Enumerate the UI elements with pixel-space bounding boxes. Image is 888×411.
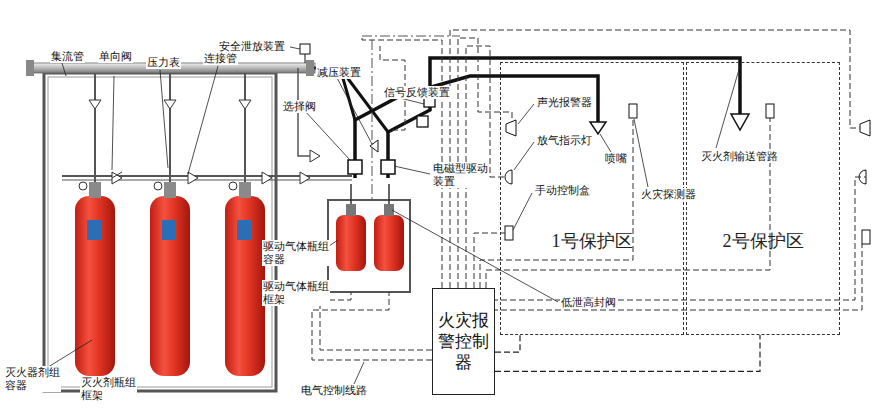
part-label: 信号反馈装置 <box>383 86 451 99</box>
agent-cylinder <box>150 196 190 376</box>
part-label: 灭火剂输送管路 <box>700 150 779 163</box>
control-wire <box>495 335 520 352</box>
part-label: 连接管 <box>203 52 238 65</box>
part-label: 电气控制线路 <box>300 384 368 397</box>
node-text: 火灾报警控制器 <box>438 310 489 374</box>
cylinder-valve <box>89 182 101 198</box>
part-label: 电磁型驱动 装置 <box>432 162 489 188</box>
riser-pipe <box>94 73 96 182</box>
part-label: 喷嘴 <box>604 152 628 165</box>
cylinder-tag <box>162 220 176 240</box>
riser-pipe <box>244 73 246 182</box>
node-text: 2号保护区 <box>687 229 839 253</box>
part-label: 减压装置 <box>316 66 362 79</box>
control-wire <box>495 335 760 371</box>
part-label: 灭火器剂组 容器 <box>4 366 61 392</box>
part-label: 手动控制盒 <box>534 184 591 197</box>
pressure-gauge <box>154 182 162 190</box>
part-label: 压力表 <box>146 56 181 69</box>
riser-pipe <box>169 73 171 182</box>
part-label: 驱动气体瓶组 容器 <box>262 240 330 266</box>
part-label: 放气指示灯 <box>536 134 593 147</box>
check-valve <box>239 100 251 109</box>
part-label: 选择阀 <box>282 100 317 113</box>
pressure-gauge <box>229 182 237 190</box>
check-valve <box>89 100 101 109</box>
alarm-controller: 火灾报警控制器 <box>432 288 495 395</box>
pressure-gauge <box>79 182 87 190</box>
cylinder-tag <box>87 220 101 240</box>
part-label: 单向阀 <box>98 50 133 63</box>
cylinder-valve <box>239 182 251 198</box>
part-label: 灭火剂瓶组 框架 <box>80 376 137 402</box>
agent-cylinder <box>225 196 265 376</box>
check-valve <box>164 100 176 109</box>
cylinder-tag <box>237 220 251 240</box>
agent-cylinder <box>75 196 115 376</box>
part-label: 集流管 <box>50 50 85 63</box>
part-label: 驱动气体瓶组 框架 <box>262 280 330 306</box>
node-text: 1号保护区 <box>501 229 683 253</box>
part-label: 火灾探测器 <box>640 188 697 201</box>
part-label: 声光报警器 <box>536 96 593 109</box>
part-label: 安全泄放装置 <box>218 40 286 53</box>
protection-zone: 2号保护区 <box>686 62 840 335</box>
cylinder-valve <box>164 182 176 198</box>
part-label: 低泄高封阀 <box>560 296 617 309</box>
